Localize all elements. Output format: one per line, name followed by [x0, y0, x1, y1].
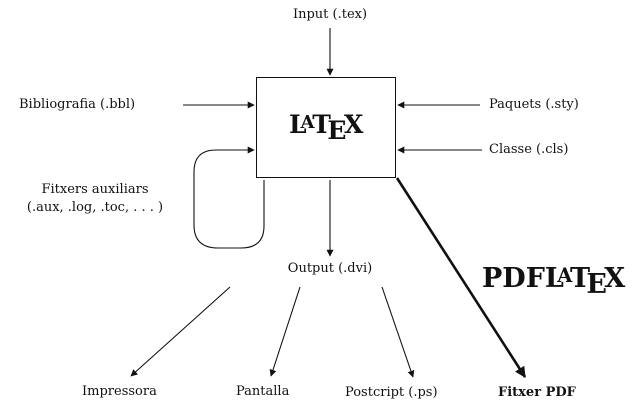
arrow-output-to-postscript [381, 286, 415, 378]
pdflatex-logo: PDFLATEX [482, 263, 626, 300]
arrow-output-to-impressora [130, 286, 231, 377]
bibliografia-label: Bibliografia (.bbl) [19, 97, 136, 112]
input-label: Input (.tex) [292, 7, 368, 22]
latex-logo: LATEX [289, 110, 364, 145]
arrow-latex-to-pdf [395, 177, 527, 378]
aux-label-line1: Fitxers auxiliars [41, 182, 149, 197]
latex-box [256, 77, 396, 178]
impressora-label: Impressora [82, 384, 157, 399]
pdf-file-label: Fitxer PDF [498, 385, 576, 400]
arrow-auxiliary-loop [193, 146, 265, 249]
output-label: Output (.dvi) [287, 261, 373, 276]
postscript-label: Postcript (.ps) [345, 385, 438, 400]
classe-label: Classe (.cls) [489, 142, 569, 157]
aux-label-line2: (.aux, .log, .toc, . . . ) [26, 200, 164, 215]
pantalla-label: Pantalla [236, 384, 290, 399]
paquets-label: Paquets (.sty) [489, 97, 579, 112]
arrow-output-to-pantalla [269, 286, 301, 377]
